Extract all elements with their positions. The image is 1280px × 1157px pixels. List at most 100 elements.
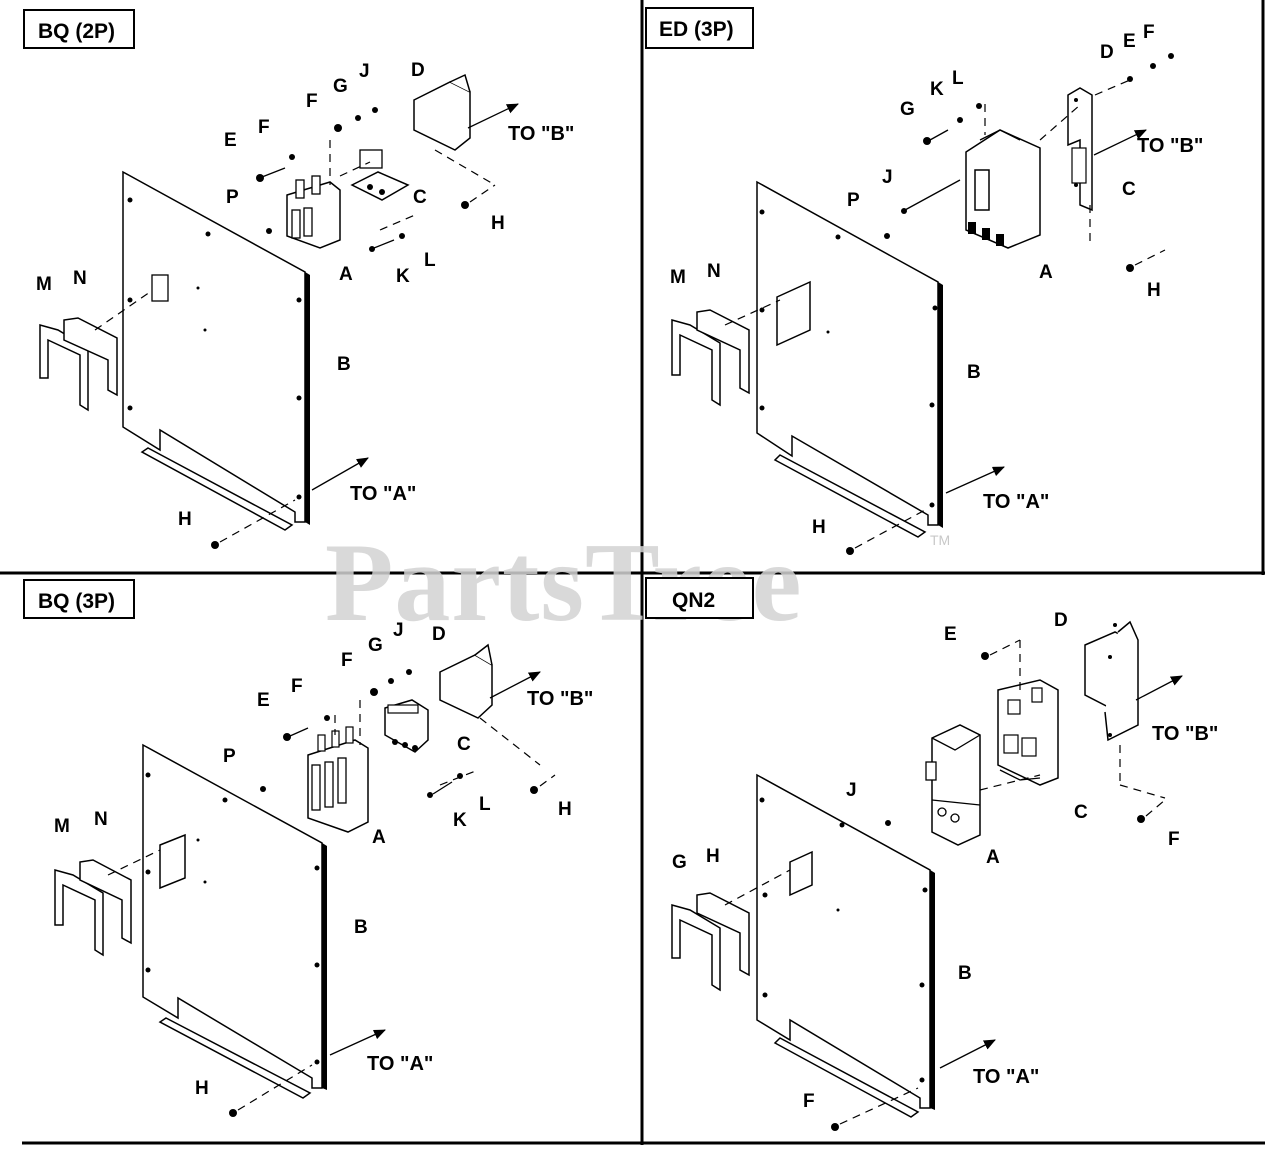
label-n: N — [707, 261, 721, 282]
arrow-to-a — [945, 466, 1005, 494]
mounting-plate — [756, 180, 943, 538]
label-h2: H — [195, 1078, 209, 1099]
bracket-c — [1067, 87, 1093, 212]
breaker-a — [286, 175, 341, 249]
fasteners — [211, 107, 496, 549]
breaker-a — [965, 129, 1041, 249]
watermark: PartsTree TM — [325, 521, 950, 645]
label-l: L — [424, 250, 436, 271]
label-f1: F — [306, 91, 318, 112]
label-j: J — [393, 620, 404, 641]
label-c: C — [413, 187, 427, 208]
to-a-text: TO "A" — [983, 491, 1049, 513]
label-p: P — [223, 746, 236, 767]
label-k: K — [930, 79, 944, 100]
breaker-a — [307, 726, 369, 833]
to-a-text: TO "A" — [973, 1066, 1039, 1088]
bracket-c — [997, 679, 1059, 786]
mounting-plate — [122, 170, 310, 531]
label-b: B — [337, 354, 351, 375]
label-d: D — [1100, 42, 1114, 63]
label-d: D — [1054, 610, 1068, 631]
label-g: G — [368, 635, 383, 656]
panel-title-box — [23, 9, 135, 49]
bracket-m-n — [671, 299, 781, 407]
label-h: H — [706, 846, 720, 867]
arrow-to-a — [329, 1029, 386, 1056]
label-c: C — [457, 734, 471, 755]
bracket-c — [384, 699, 429, 753]
mounting-plate — [142, 743, 327, 1099]
arrow-to-b — [467, 103, 519, 129]
label-j: J — [882, 167, 893, 188]
label-h2: H — [178, 509, 192, 530]
label-e: E — [257, 690, 270, 711]
arrow-to-b — [1135, 675, 1183, 701]
label-l: L — [952, 68, 964, 89]
bracket-d — [1084, 620, 1139, 742]
label-k: K — [396, 266, 410, 287]
panel-ed-3p: ED (3P) — [645, 7, 1203, 555]
bracket-m-n — [54, 849, 161, 957]
label-h1: H — [491, 213, 505, 234]
label-a: A — [986, 847, 1000, 868]
to-a-text: TO "A" — [350, 483, 416, 505]
bracket-m-n — [39, 291, 151, 412]
panel-title-box — [23, 579, 135, 619]
label-m: M — [36, 274, 52, 295]
panel-title: BQ (2P) — [38, 20, 115, 43]
to-b-text: TO "B" — [508, 123, 574, 145]
bracket-d — [439, 643, 541, 766]
label-h1: H — [558, 799, 572, 820]
arrow-to-a — [939, 1039, 996, 1069]
label-a: A — [372, 827, 386, 848]
panel-bq-3p: BQ (3P) — [23, 579, 593, 1117]
label-a: A — [339, 264, 353, 285]
mounting-plate — [756, 773, 935, 1118]
label-n: N — [73, 268, 87, 289]
bracket-c — [339, 149, 410, 201]
panel-title-box — [645, 7, 754, 49]
to-b-text: TO "B" — [527, 688, 593, 710]
label-b: B — [958, 963, 972, 984]
label-h2: H — [812, 517, 826, 538]
label-f: F — [1143, 22, 1155, 43]
label-f1: F — [341, 650, 353, 671]
label-k: K — [453, 810, 467, 831]
fasteners — [229, 669, 556, 1117]
arrow-to-b — [1093, 129, 1147, 156]
breaker-a — [925, 724, 981, 846]
label-a: A — [1039, 262, 1053, 283]
label-g: G — [672, 852, 687, 873]
label-b: B — [354, 917, 368, 938]
label-n: N — [94, 809, 108, 830]
label-p: P — [847, 190, 860, 211]
label-l: L — [479, 794, 491, 815]
label-f2: F — [803, 1091, 815, 1112]
to-b-text: TO "B" — [1137, 135, 1203, 157]
label-c: C — [1122, 179, 1136, 200]
panel-title-box — [645, 577, 754, 619]
label-j: J — [359, 61, 370, 82]
label-m: M — [54, 816, 70, 837]
label-f2: F — [291, 676, 303, 697]
fasteners — [846, 53, 1174, 555]
label-g: G — [333, 76, 348, 97]
label-e: E — [224, 130, 237, 151]
watermark-trademark: TM — [930, 532, 950, 548]
label-h1: H — [1147, 280, 1161, 301]
bracket-g-h — [671, 869, 791, 992]
arrow-to-a — [311, 457, 369, 491]
label-d: D — [432, 624, 446, 645]
panel-title: BQ (3P) — [38, 590, 115, 613]
label-j: J — [846, 780, 857, 801]
panel-title: ED (3P) — [659, 18, 734, 41]
label-g: G — [900, 99, 915, 120]
label-d: D — [411, 60, 425, 81]
to-b-text: TO "B" — [1152, 723, 1218, 745]
label-m: M — [670, 267, 686, 288]
label-f1: F — [1168, 829, 1180, 850]
label-p: P — [226, 187, 239, 208]
panel-bq-2p: BQ (2P) — [23, 9, 574, 549]
